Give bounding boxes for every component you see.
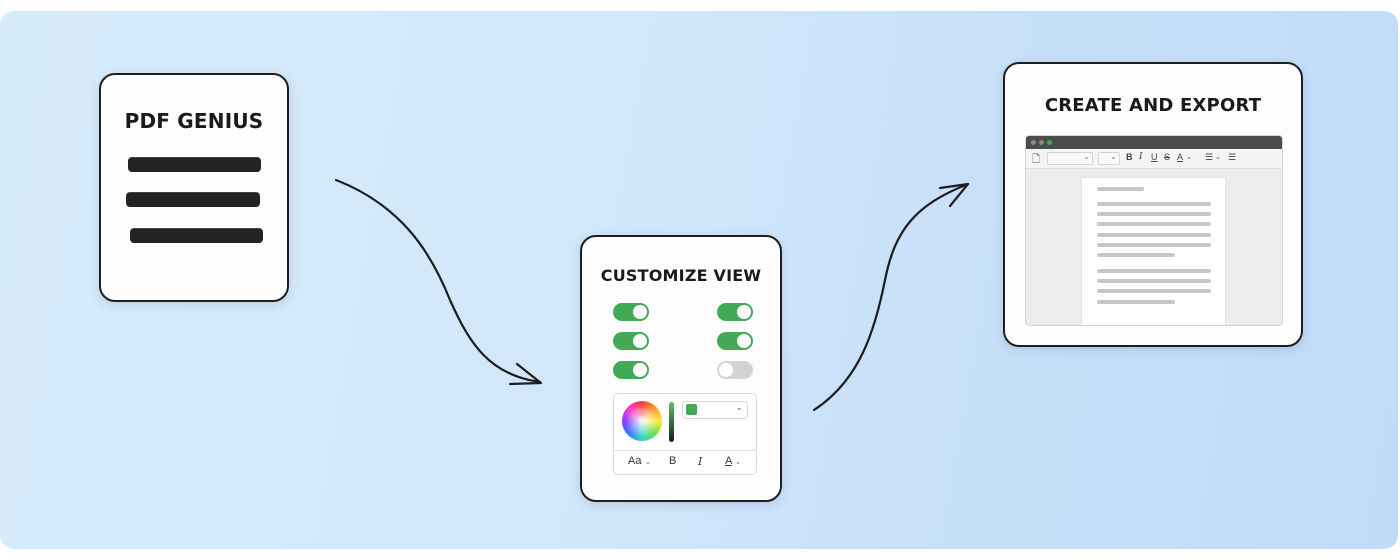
step-title: PDF GENIUS <box>124 109 264 133</box>
toggle-switch-on[interactable] <box>613 361 649 379</box>
text-bar <box>130 228 263 243</box>
text-bar <box>128 157 261 172</box>
italic-button[interactable]: I <box>698 455 703 468</box>
strikethrough-button[interactable]: S <box>1164 152 1171 162</box>
divider <box>614 450 756 451</box>
color-picker-panel: ⌄ Aa ⌄ B I A ⌄ <box>613 393 757 475</box>
window-titlebar <box>1026 136 1282 149</box>
step-card-pdf-genius: PDF GENIUS <box>99 73 289 302</box>
text-color-button[interactable]: A <box>1177 152 1184 162</box>
text-line <box>1097 187 1144 191</box>
text-line <box>1097 269 1211 273</box>
italic-button[interactable]: I <box>1139 152 1143 162</box>
window-close-dot[interactable] <box>1031 140 1036 145</box>
document-page <box>1081 177 1226 325</box>
underline-button[interactable]: U <box>1151 152 1158 162</box>
color-wheel-icon[interactable] <box>622 401 662 441</box>
text-line <box>1097 279 1211 283</box>
window-maximize-dot[interactable] <box>1047 140 1052 145</box>
font-size-button[interactable]: Aa ⌄ <box>628 455 652 467</box>
text-line <box>1097 202 1211 206</box>
chevron-down-icon: ⌄ <box>1215 154 1221 161</box>
toggle-switch-on[interactable] <box>717 332 753 350</box>
text-color-button[interactable]: A ⌄ <box>725 455 742 467</box>
new-document-icon[interactable]: 🗋 <box>1032 154 1041 165</box>
bold-button[interactable]: B <box>669 455 677 467</box>
step-title: CUSTOMIZE VIEW <box>600 266 762 285</box>
document-editor-window: 🗋 ⌄ ⌄ B I U S A ⌄ ☰ ⌄ ☰ <box>1025 135 1283 326</box>
bullet-list-button[interactable]: ☰ <box>1205 152 1214 162</box>
font-family-select[interactable]: ⌄ <box>1047 152 1093 165</box>
toggle-switch-on[interactable] <box>717 303 753 321</box>
bold-button[interactable]: B <box>1126 152 1133 162</box>
toggle-switch-off[interactable] <box>717 361 753 379</box>
step-card-create-and-export: CREATE AND EXPORT 🗋 ⌄ ⌄ B I U S A ⌄ ☰ ⌄ … <box>1003 62 1303 347</box>
text-line <box>1097 233 1211 237</box>
font-size-select[interactable]: ⌄ <box>1098 152 1120 165</box>
chevron-down-icon: ⌄ <box>1186 154 1192 161</box>
window-minimize-dot[interactable] <box>1039 140 1044 145</box>
text-line <box>1097 212 1211 216</box>
numbered-list-button[interactable]: ☰ <box>1228 152 1237 162</box>
toggle-switch-on[interactable] <box>613 303 649 321</box>
chevron-down-icon: ⌄ <box>735 402 743 412</box>
toggle-switch-on[interactable] <box>613 332 649 350</box>
text-line <box>1097 253 1175 257</box>
selected-color-swatch <box>686 404 697 415</box>
text-bar <box>126 192 260 207</box>
text-line <box>1097 222 1211 226</box>
text-line <box>1097 289 1211 293</box>
step-title: CREATE AND EXPORT <box>1044 95 1262 116</box>
text-line <box>1097 243 1211 247</box>
color-select-dropdown[interactable]: ⌄ <box>682 401 748 419</box>
step-card-customize-view: CUSTOMIZE VIEW ⌄ Aa ⌄ B I A ⌄ <box>580 235 782 502</box>
editor-toolbar: 🗋 ⌄ ⌄ B I U S A ⌄ ☰ ⌄ ☰ <box>1026 149 1282 169</box>
text-line <box>1097 300 1175 304</box>
brightness-slider[interactable] <box>669 402 674 442</box>
